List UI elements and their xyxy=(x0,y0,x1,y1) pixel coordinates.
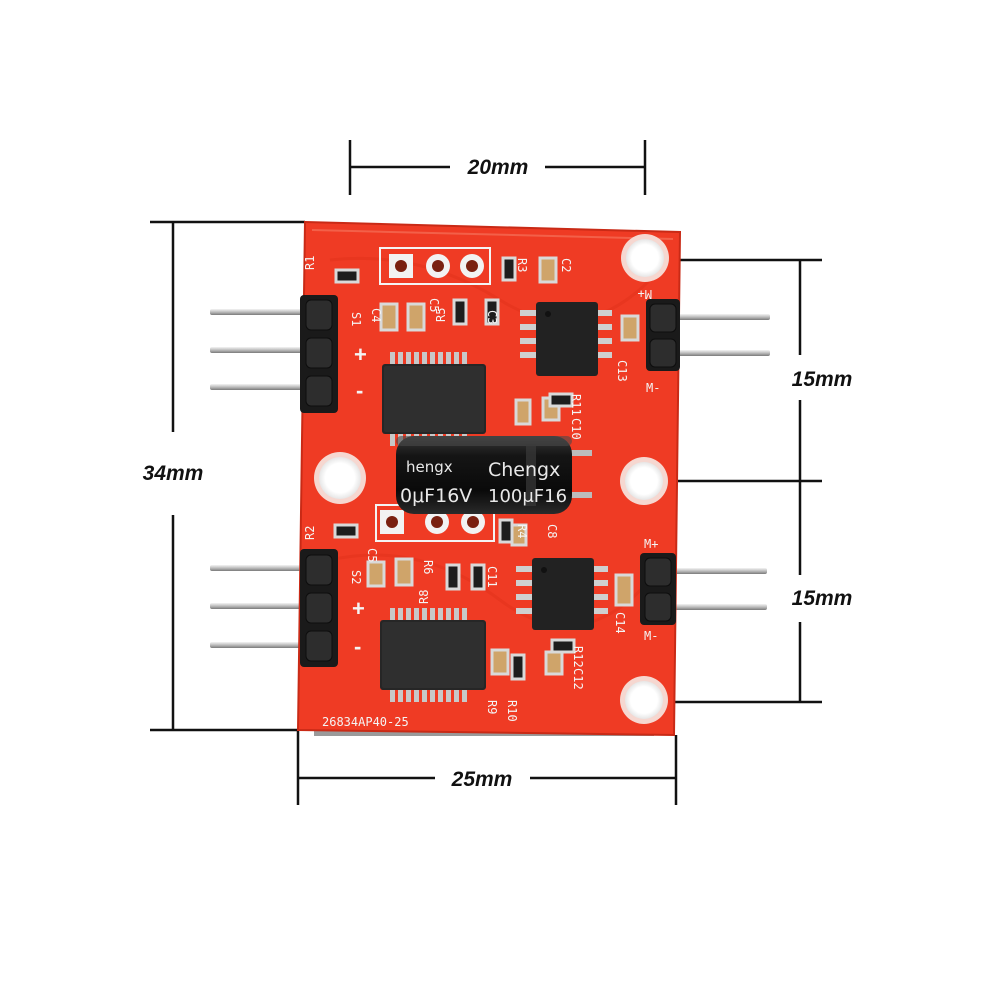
silk-c11: C11 xyxy=(485,566,499,588)
silk-c5-bottom: C5 xyxy=(365,548,379,562)
dimension-top-label: 20mm xyxy=(467,156,529,179)
silk-c8: C8 xyxy=(545,524,559,538)
left-bottom-header-pins xyxy=(210,565,310,648)
silk-r8: R8 xyxy=(417,590,431,604)
silk-c2: C2 xyxy=(559,258,573,272)
silk-c3: C3 xyxy=(485,310,499,324)
board-part-number: 26834AP40-25 xyxy=(322,715,409,729)
capacitor-rating-left: 0μF16V xyxy=(400,485,472,507)
silk-m-plus-top: M+ xyxy=(638,287,652,301)
right-bottom-header-pins xyxy=(675,568,767,610)
silk-r4: R4 xyxy=(515,524,529,538)
silk-r11: R11 xyxy=(569,394,583,416)
silk-m-minus-top: M- xyxy=(646,381,660,395)
right-top-header-pins xyxy=(675,314,770,356)
right-bottom-header xyxy=(640,553,676,625)
silk-r6: R6 xyxy=(421,560,435,574)
bottom-soic-ic xyxy=(516,558,608,630)
capacitor-brand-right: Chengx xyxy=(488,459,560,481)
capacitor-rating-right: 100μF16 xyxy=(488,486,567,507)
silk-r10: R10 xyxy=(505,700,519,722)
silk-r5: R5 xyxy=(434,308,448,322)
silk-c5-top: C5 xyxy=(427,298,441,312)
silk-m-minus-bottom: M- xyxy=(644,629,658,643)
silk-plus-top: + xyxy=(354,342,367,367)
silk-r2: R2 xyxy=(303,526,317,540)
dimension-bottom xyxy=(296,730,678,805)
silkscreen-labels: R1 C4 S1 + - C5 R5 C3 R3 C2 M+ C13 M- R1… xyxy=(303,256,660,729)
dimension-left-label: 34mm xyxy=(143,462,204,485)
silk-minus-bottom: - xyxy=(354,634,361,659)
top-pin-pads xyxy=(379,247,491,285)
dimension-right-lower-label: 15mm xyxy=(792,587,853,610)
silk-c14: C14 xyxy=(613,612,627,634)
silk-c13: C13 xyxy=(615,360,629,382)
dimension-right-upper-label: 15mm xyxy=(792,368,853,391)
silk-c10: C10 xyxy=(569,418,583,440)
dimension-bottom-label: 25mm xyxy=(451,768,513,791)
capacitor-brand-left: hengx xyxy=(406,458,453,476)
silk-r12: R12 xyxy=(571,646,585,668)
silk-minus-top: - xyxy=(356,378,363,403)
right-top-header xyxy=(646,299,680,371)
dimension-top xyxy=(348,140,647,195)
smd-components xyxy=(333,256,640,681)
mounting-holes xyxy=(314,234,669,724)
left-top-header xyxy=(300,295,338,413)
silk-s2: S2 xyxy=(349,570,363,584)
silk-plus-bottom: + xyxy=(352,596,365,621)
silk-r3: R3 xyxy=(515,258,529,272)
bottom-tssop-ic xyxy=(380,608,486,702)
silk-r9: R9 xyxy=(485,700,499,714)
left-bottom-header xyxy=(300,549,338,667)
silk-c4: C4 xyxy=(369,308,383,322)
electrolytic-capacitor: hengx Chengx 0μF16V 100μF16 xyxy=(396,436,592,514)
dimension-left xyxy=(150,220,305,732)
silk-c12: C12 xyxy=(571,668,585,690)
silk-m-plus-bottom: M+ xyxy=(644,537,658,551)
silk-s1: S1 xyxy=(349,312,363,326)
top-soic-ic xyxy=(520,302,612,376)
top-tssop-ic xyxy=(382,352,486,446)
silk-r1: R1 xyxy=(303,256,317,270)
left-top-header-pins xyxy=(210,309,310,390)
